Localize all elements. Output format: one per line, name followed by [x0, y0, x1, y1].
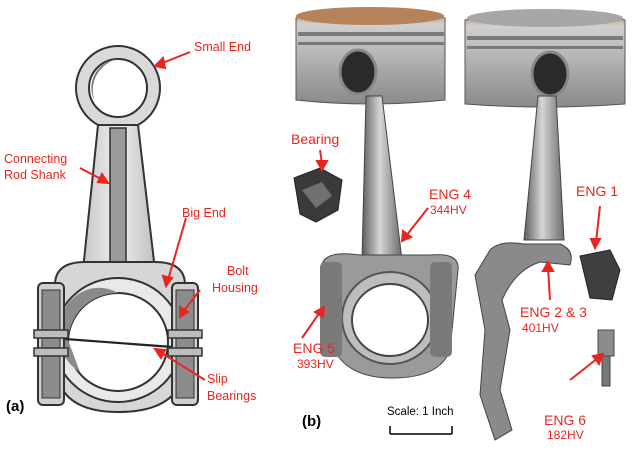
bolt-housing-right — [167, 282, 203, 406]
scale-bar — [389, 426, 453, 435]
label-shank-line1: Connecting — [4, 152, 68, 166]
right-piston-assembly — [464, 9, 626, 441]
label-small-end: Small End — [194, 40, 251, 54]
label-shank-line2: Rod Shank — [4, 168, 66, 182]
label-eng4-hv: 344HV — [430, 203, 467, 217]
annotation-arrows-a — [79, 51, 206, 381]
rod-shank — [81, 124, 157, 271]
label-bearing: Bearing — [291, 131, 340, 147]
label-eng5: ENG 5 — [293, 340, 336, 356]
label-bolt-line2: Housing — [212, 281, 258, 295]
label-big-end: Big End — [182, 206, 226, 220]
label-eng23-hv: 401HV — [522, 321, 559, 335]
label-eng1: ENG 1 — [576, 183, 619, 199]
panel-a-tag: (a) — [6, 398, 25, 415]
bearing-fragment — [293, 167, 343, 223]
label-slip-line2: Bearings — [207, 389, 257, 403]
panel-b-tag: (b) — [302, 413, 322, 430]
label-eng5-hv: 393HV — [297, 357, 334, 371]
connecting-rod-schematic — [33, 45, 206, 414]
label-eng6-hv: 182HV — [547, 428, 584, 442]
left-piston-assembly — [295, 7, 459, 379]
label-bolt-line1: Bolt — [227, 264, 249, 278]
annotation-arrows-b — [301, 149, 605, 381]
failed-rods-photo — [293, 7, 626, 441]
label-eng23: ENG 2 & 3 — [520, 304, 587, 320]
label-eng6: ENG 6 — [544, 412, 587, 428]
small-end — [75, 45, 161, 131]
label-slip-line1: Slip — [207, 372, 228, 386]
scale-label: Scale: 1 Inch — [387, 406, 454, 418]
bolt-housing-left — [33, 282, 69, 406]
label-eng4: ENG 4 — [429, 186, 472, 202]
